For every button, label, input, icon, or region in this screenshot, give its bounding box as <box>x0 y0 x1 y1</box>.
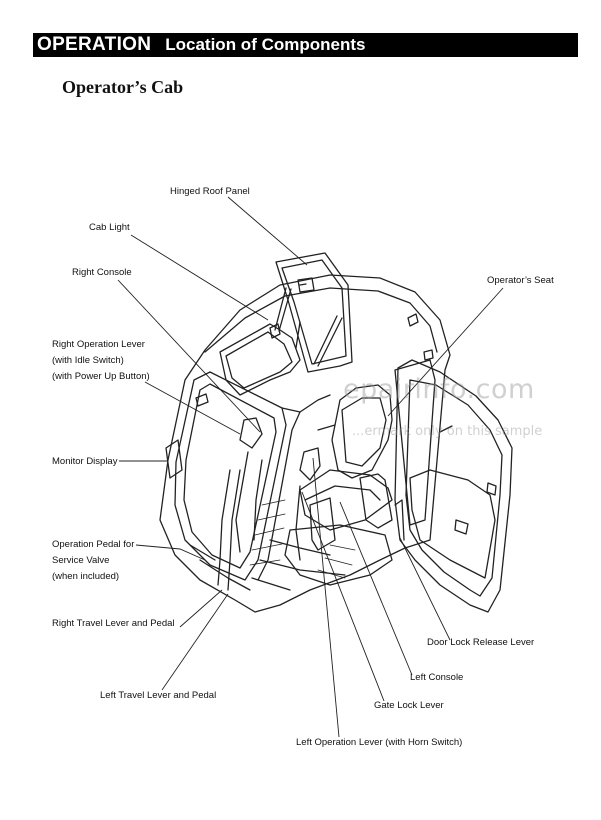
callout-operators-seat: Operator’s Seat <box>487 275 554 286</box>
callout-right-console: Right Console <box>72 267 132 278</box>
section-label: OPERATION <box>37 34 152 55</box>
leader-right-travel <box>179 589 223 628</box>
callout-cab-light: Cab Light <box>89 222 130 233</box>
callout-door-lock-release: Door Lock Release Lever <box>427 637 535 648</box>
page-heading: Operator’s Cab <box>62 77 184 97</box>
callout-gate-lock-lever: Gate Lock Lever <box>374 700 444 711</box>
cab-door <box>394 359 513 613</box>
roof-opening <box>219 323 301 396</box>
watermark-subtext: ...ermark only on this sample <box>352 424 543 439</box>
right-operation-lever <box>239 417 263 449</box>
monitor-display <box>165 439 183 479</box>
header-bar: OPERATION Location of Components <box>33 33 578 57</box>
operator-seat <box>331 384 393 479</box>
cab-outer-shell <box>159 274 451 613</box>
leader-left-console <box>339 501 413 676</box>
left-console <box>309 497 336 551</box>
header-title: Location of Components <box>165 35 366 54</box>
leader-right-operation-lever <box>144 381 241 435</box>
callout-right-operation-lever: Right Operation Lever (with Idle Switch)… <box>52 339 150 382</box>
leader-left-travel <box>161 593 229 691</box>
leader-right-console <box>117 279 261 433</box>
leader-door-lock-release <box>399 537 451 641</box>
left-operation-lever <box>299 447 321 481</box>
leader-left-operation-lever <box>312 457 340 738</box>
callout-left-console: Left Console <box>410 672 464 683</box>
leader-gate-lock-lever <box>301 491 385 702</box>
callout-right-travel: Right Travel Lever and Pedal <box>52 618 175 629</box>
callout-left-travel: Left Travel Lever and Pedal <box>100 690 217 701</box>
leader-hinged-roof-panel <box>227 196 308 266</box>
leader-cab-light <box>130 234 269 321</box>
callout-left-operation-lever: Left Operation Lever (with Horn Switch) <box>296 737 463 748</box>
hinged-roof-panel <box>275 252 353 373</box>
watermark-text: epairinfo.com <box>343 374 535 405</box>
cab-roof-edge <box>204 287 438 353</box>
callout-hinged-roof-panel: Hinged Roof Panel <box>170 186 250 197</box>
callout-monitor-display: Monitor Display <box>52 456 118 467</box>
callout-operation-pedal: Operation Pedal for Service Valve (when … <box>52 539 135 582</box>
leader-operators-seat <box>387 287 504 417</box>
right-window <box>174 371 287 581</box>
leader-operation-pedal <box>135 544 206 561</box>
